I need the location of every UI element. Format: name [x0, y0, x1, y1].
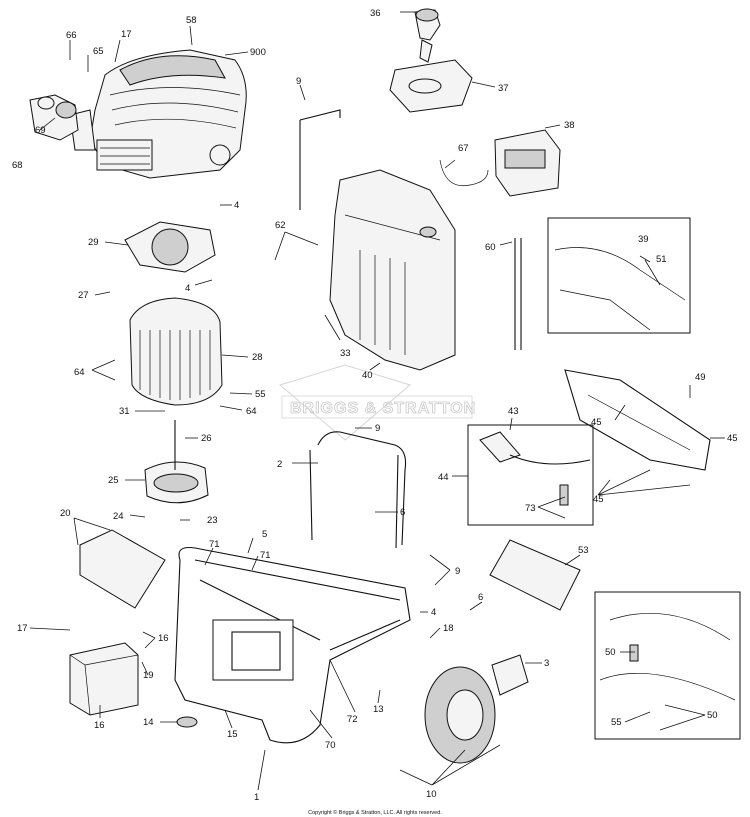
battery-tray — [79, 529, 166, 609]
fuel-tank — [329, 169, 456, 371]
label-15: 15 — [227, 729, 238, 740]
switch-box — [491, 654, 529, 696]
label-55-b: 55 — [611, 717, 622, 728]
wheel — [424, 666, 496, 764]
label-49: 49 — [695, 372, 706, 383]
label-6: 6 — [400, 507, 405, 518]
label-18: 18 — [443, 623, 454, 634]
label-62: 62 — [275, 220, 286, 231]
label-9-c: 9 — [455, 566, 460, 577]
label-33: 33 — [340, 348, 351, 359]
label-27: 27 — [78, 290, 89, 301]
label-70: 70 — [325, 740, 336, 751]
label-37: 37 — [498, 83, 509, 94]
label-20: 20 — [60, 508, 71, 519]
label-40: 40 — [362, 370, 373, 381]
label-9-b: 9 — [375, 423, 380, 434]
label-71: 71 — [209, 539, 220, 550]
label-19: 19 — [143, 670, 154, 681]
label-5: 5 — [262, 529, 267, 540]
label-26: 26 — [201, 433, 212, 444]
label-43: 43 — [508, 406, 519, 417]
label-45-b: 45 — [727, 433, 738, 444]
battery — [69, 642, 139, 716]
label-16-b: 16 — [94, 720, 105, 731]
inset-43-73 — [467, 424, 594, 526]
rotor-cover — [144, 461, 209, 504]
support-rod — [514, 238, 522, 350]
inset-39-51 — [547, 217, 691, 334]
handle-rod — [299, 109, 341, 210]
label-25: 25 — [108, 475, 119, 486]
label-50: 50 — [605, 647, 616, 658]
leader-lines — [29, 11, 725, 791]
main-frame — [174, 431, 411, 744]
label-69: 69 — [35, 125, 46, 136]
engine — [69, 49, 247, 179]
label-6-b: 6 — [478, 592, 483, 603]
stator — [129, 297, 223, 406]
label-900: 900 — [250, 47, 266, 58]
label-45: 45 — [591, 417, 602, 428]
control-box — [494, 129, 561, 197]
control-panel-tray — [389, 59, 473, 113]
rear-shield — [489, 539, 581, 611]
copyright-notice: Copyright © Briggs & Stratton, LLC. All … — [308, 809, 442, 816]
label-60: 60 — [485, 242, 496, 253]
fuel-cap — [414, 8, 441, 63]
label-45-c: 45 — [593, 494, 604, 505]
label-13: 13 — [373, 704, 384, 715]
label-64-b: 64 — [246, 406, 257, 417]
label-29: 29 — [88, 237, 99, 248]
label-39: 39 — [638, 234, 649, 245]
handle-assembly — [564, 369, 711, 471]
label-38: 38 — [564, 120, 575, 131]
label-24: 24 — [113, 511, 124, 522]
label-16: 16 — [158, 633, 169, 644]
rubber-foot — [176, 716, 198, 728]
inset-50-55 — [594, 591, 741, 740]
label-36: 36 — [370, 8, 381, 19]
label-64: 64 — [74, 367, 85, 378]
watermark-text: BRIGGS & STRATTON — [290, 400, 476, 417]
label-72: 72 — [347, 714, 358, 725]
label-9: 9 — [296, 76, 301, 87]
label-23: 23 — [207, 515, 218, 526]
label-17-b: 17 — [17, 623, 28, 634]
part-labels: 58 66 65 17 900 36 37 38 9 69 68 4 29 62… — [12, 8, 738, 803]
label-4: 4 — [234, 200, 239, 211]
label-68: 68 — [12, 160, 23, 171]
label-10: 10 — [426, 789, 437, 800]
label-71-b: 71 — [260, 550, 271, 561]
label-31: 31 — [119, 406, 130, 417]
label-4-b: 4 — [185, 283, 190, 294]
label-2: 2 — [277, 459, 282, 470]
label-1: 1 — [254, 792, 259, 803]
watermark: BRIGGS & STRATTON — [278, 364, 476, 441]
generator-end-cap — [124, 221, 216, 273]
label-53: 53 — [578, 545, 589, 556]
label-14: 14 — [143, 717, 154, 728]
wire-harness — [439, 159, 489, 187]
label-50-b: 50 — [707, 710, 718, 721]
label-44: 44 — [438, 472, 449, 483]
label-73: 73 — [525, 503, 536, 514]
label-51: 51 — [656, 254, 667, 265]
label-3: 3 — [544, 658, 549, 669]
label-4-c: 4 — [431, 607, 436, 618]
label-28: 28 — [252, 352, 263, 363]
label-65: 65 — [93, 46, 104, 57]
label-67: 67 — [458, 143, 469, 154]
label-55: 55 — [255, 389, 266, 400]
label-58: 58 — [186, 15, 197, 26]
label-66: 66 — [66, 30, 77, 41]
label-17: 17 — [121, 29, 132, 40]
